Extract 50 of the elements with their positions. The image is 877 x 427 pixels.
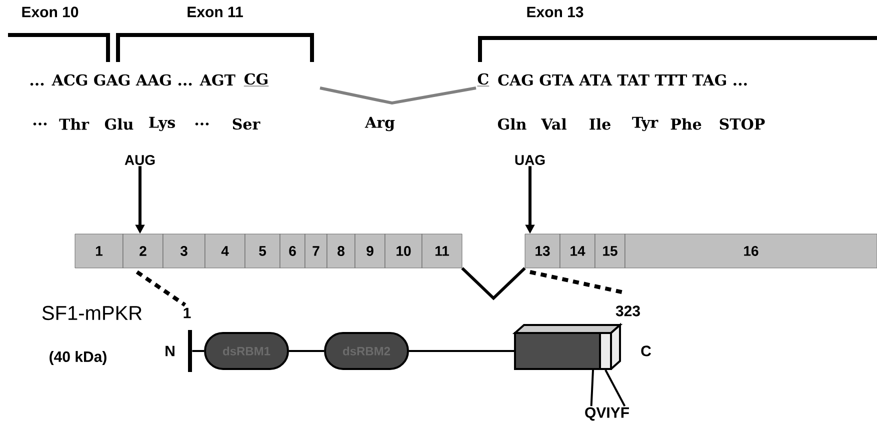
exon-label: Exon 13 <box>527 6 584 18</box>
amino-acid-label: Lys <box>149 116 175 132</box>
residue-number: 323 <box>616 306 640 316</box>
sequence-text: CG <box>244 73 269 86</box>
n-terminus-bar <box>188 330 192 372</box>
leader-line <box>590 370 594 406</box>
exon-box: 9 <box>354 234 386 268</box>
exon-box: 3 <box>162 234 206 268</box>
codon-label: UAG <box>515 155 545 165</box>
exon-box: 7 <box>304 234 328 268</box>
amino-acid-label: ... <box>33 122 47 126</box>
motif-label: QVIYF <box>585 407 629 421</box>
amino-acid-label: Arg <box>364 116 395 132</box>
sequence-text: C <box>477 73 490 86</box>
leader-line <box>604 370 626 407</box>
exon-box: 11 <box>422 234 462 268</box>
protein-name: SF1-mPKR <box>42 306 142 320</box>
exon-label: Exon 10 <box>22 6 78 18</box>
exon-box: 2 <box>122 234 164 268</box>
amino-acid-label: Phe <box>670 118 702 130</box>
protein-line <box>409 350 514 352</box>
exon-box: 10 <box>384 234 422 268</box>
amino-acid-label: Tyr <box>632 116 658 132</box>
amino-acid-label: Ser <box>232 118 260 130</box>
amino-acid-label: Gln <box>498 118 526 130</box>
amino-acid-label: ... <box>195 122 209 126</box>
sequence-text: ... ACG GAG AAG ... AGT <box>30 74 236 86</box>
protein-line <box>192 350 204 352</box>
exon-box: 14 <box>560 234 596 268</box>
exon-box: 6 <box>280 234 306 268</box>
exon-box: 1 <box>74 234 124 268</box>
mass-label: (40 kDa) <box>50 351 106 365</box>
amino-acid-label: Thr <box>59 118 90 130</box>
exon-box: 8 <box>326 234 356 268</box>
splice-line <box>461 267 526 300</box>
exon-box: 4 <box>204 234 246 268</box>
amino-acid-label: STOP <box>720 118 765 130</box>
exon-box: 15 <box>594 234 626 268</box>
amino-acid-label: Glu <box>104 118 134 130</box>
amino-acid-label: Ile <box>590 118 610 130</box>
terminus-label: N <box>166 346 174 356</box>
amino-acid-label: Val <box>541 118 566 130</box>
sequence-text: CAG GTA ATA TAT TTT TAG ... <box>498 74 747 86</box>
codon-label: AUG <box>124 155 155 165</box>
residue-number: 1 <box>184 308 191 318</box>
terminus-label: C <box>641 346 651 356</box>
exon-label: Exon 11 <box>188 6 243 18</box>
exon-box: 5 <box>244 234 280 268</box>
protein-line <box>289 350 324 352</box>
exon-box: 13 <box>524 234 560 268</box>
